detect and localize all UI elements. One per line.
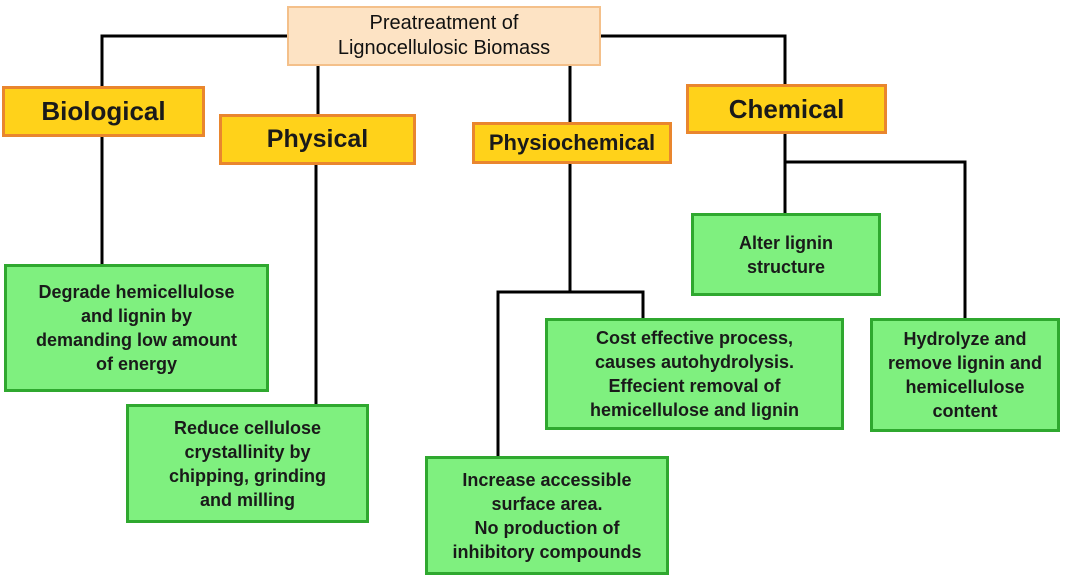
category-physical: Physical xyxy=(219,114,416,165)
leaf-physiochemical-description-2: Cost effective process, causes autohydro… xyxy=(545,318,844,430)
category-biological-label: Biological xyxy=(41,96,166,126)
leaf-line: and lignin by xyxy=(81,306,192,326)
root-node: Preatreatment of Lignocellulosic Biomass xyxy=(287,6,601,66)
leaf-line: inhibitory compounds xyxy=(452,541,642,562)
connector-physiochemical-branch xyxy=(496,290,645,458)
leaf-line: hemicellulose xyxy=(905,377,1025,397)
leaf-line: demanding low amount xyxy=(36,330,237,350)
leaf-chemical-description-2: Hydrolyze and remove lignin and hemicell… xyxy=(870,318,1060,432)
leaf-chemical-description-1: Alter lignin structure xyxy=(691,213,881,296)
leaf-line: Alter lignin xyxy=(739,232,833,253)
leaf-line: Increase accessible xyxy=(462,469,632,490)
category-biological: Biological xyxy=(2,86,205,137)
leaf-line: structure xyxy=(746,256,826,277)
leaf-line: content xyxy=(932,401,998,421)
connector-chemical-leaf-2 xyxy=(783,160,967,320)
leaf-line: Degrade hemicellulose xyxy=(38,282,235,302)
leaf-line: and milling xyxy=(199,489,295,510)
leaf-physiochemical-description-1: Increase accessible surface area. No pro… xyxy=(425,456,669,575)
leaf-line: hemicellulose and lignin xyxy=(589,400,800,420)
category-chemical-label: Chemical xyxy=(728,93,845,124)
leaf-line: crystallinity by xyxy=(184,441,311,462)
leaf-line: Effecient removal of xyxy=(608,376,781,396)
leaf-line: remove lignin and xyxy=(887,353,1043,373)
leaf-line: of energy xyxy=(95,354,178,374)
leaf-line: No production of xyxy=(474,517,620,538)
connector-root-chemical xyxy=(599,34,787,86)
leaf-line: Cost effective process, xyxy=(595,328,794,348)
root-title-line-1: Preatreatment of xyxy=(369,12,519,34)
root-title-line-2: Lignocellulosic Biomass xyxy=(337,37,551,59)
leaf-line: chipping, grinding xyxy=(169,465,326,486)
category-physiochemical: Physiochemical xyxy=(472,122,672,164)
category-physiochemical-label: Physiochemical xyxy=(488,130,656,155)
leaf-physical-description: Reduce cellulose crystallinity by chippi… xyxy=(126,404,369,523)
leaf-line: causes autohydrolysis. xyxy=(594,352,795,372)
leaf-biological-description: Degrade hemicellulose and lignin by dema… xyxy=(4,264,269,392)
category-chemical: Chemical xyxy=(686,84,887,134)
category-physical-label: Physical xyxy=(266,125,369,153)
connector-root-biological xyxy=(100,34,289,88)
leaf-line: Hydrolyze and xyxy=(903,329,1027,349)
leaf-line: Reduce cellulose xyxy=(173,417,322,438)
leaf-line: surface area. xyxy=(491,493,603,514)
